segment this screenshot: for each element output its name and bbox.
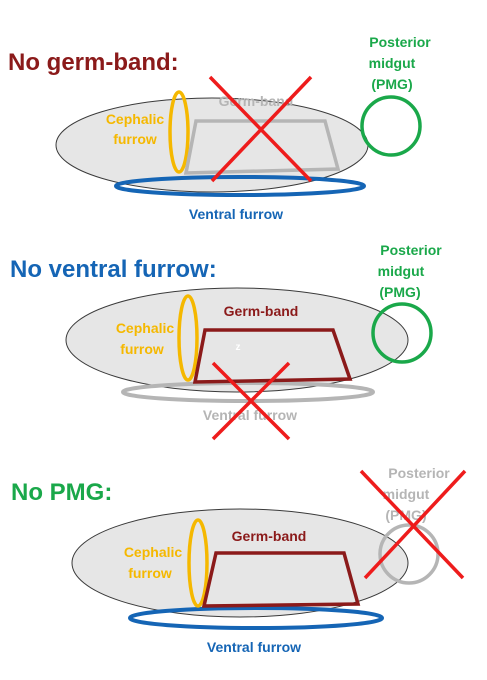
cephalic-furrow-shape	[187, 518, 209, 608]
germ-band-shape	[192, 328, 353, 384]
pmg-label-line1: Posterior	[380, 242, 442, 258]
pmg-label-line1: Posterior	[388, 465, 450, 481]
embryo-outline	[71, 508, 409, 618]
cephalic-furrow-label-line2: furrow	[120, 341, 164, 357]
cephalic-furrow-shape	[177, 294, 199, 382]
germ-band-label: Germ-band	[232, 528, 307, 544]
panel-no-ventral-furrow: No ventral furrow: z Cephalic furrow Ger…	[10, 242, 442, 441]
cephalic-furrow-shape	[168, 90, 190, 174]
panel-no-pmg: No PMG: Cephalic furrow Germ-band Ventra…	[11, 465, 467, 655]
removed-cross-mark	[208, 75, 313, 183]
removed-cross-mark	[359, 469, 467, 580]
pmg-label-line1: Posterior	[369, 34, 431, 50]
pmg-label-line3: (PMG)	[385, 507, 426, 523]
ventral-furrow-shape	[114, 175, 366, 197]
ventral-furrow-label: Ventral furrow	[203, 407, 297, 423]
panel-1-heading: No germ-band:	[8, 49, 179, 76]
panel-3-heading: No PMG:	[11, 479, 112, 506]
pmg-shape	[371, 302, 433, 364]
panel-no-germ-band: No germ-band: Cephalic furrow Germ-band …	[8, 34, 431, 222]
ventral-furrow-label: Ventral furrow	[207, 639, 301, 655]
ventral-furrow-shape	[128, 606, 384, 630]
cephalic-furrow-label-line2: furrow	[113, 131, 157, 147]
pmg-label-line3: (PMG)	[379, 284, 420, 300]
panel-2-heading: No ventral furrow:	[10, 256, 217, 283]
pmg-label-line2: midgut	[378, 263, 425, 279]
cephalic-furrow-label-line2: furrow	[128, 565, 172, 581]
germ-band-label: Germ-band	[224, 303, 299, 319]
ventral-furrow-shape	[121, 381, 375, 403]
cephalic-furrow-label-line1: Cephalic	[124, 544, 183, 560]
ventral-furrow-label: Ventral furrow	[189, 206, 283, 222]
embryo-outline	[65, 287, 409, 393]
germ-band-shape	[201, 551, 361, 608]
stray-text: z	[236, 342, 241, 353]
pmg-label-line3: (PMG)	[371, 76, 412, 92]
pmg-label-line2: midgut	[383, 486, 430, 502]
pmg-shape	[360, 95, 422, 157]
cephalic-furrow-label-line1: Cephalic	[106, 111, 165, 127]
removed-cross-mark	[211, 361, 291, 441]
pmg-label-line2: midgut	[369, 55, 416, 71]
germ-band-shape	[183, 119, 341, 175]
cephalic-furrow-label-line1: Cephalic	[116, 320, 175, 336]
